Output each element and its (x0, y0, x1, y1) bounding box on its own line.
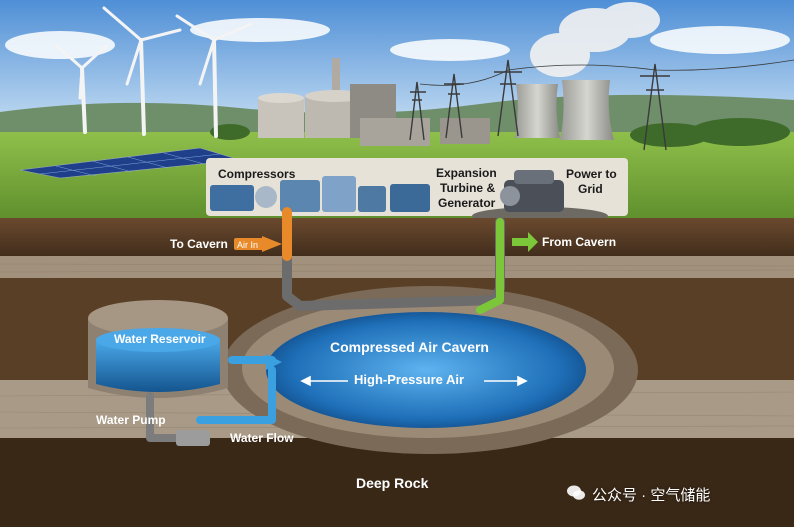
power-plant (258, 58, 614, 146)
water-reservoir-label: Water Reservoir (114, 332, 206, 346)
generator-label: Generator (438, 196, 496, 210)
from-cavern-label: From Cavern (542, 235, 616, 249)
expansion-label: Expansion (436, 166, 497, 180)
power-label: Power to (566, 167, 617, 181)
pressure-arrows (300, 375, 528, 387)
air-in-label: Air In (237, 240, 258, 250)
wechat-icon (567, 485, 585, 500)
cavern-water (266, 312, 586, 428)
water-flow-label: Water Flow (230, 431, 294, 445)
compressor-machinery (210, 176, 430, 212)
water-flow-arrow-icon (266, 354, 282, 370)
to-cavern-label: To Cavern (170, 237, 228, 251)
grid-label: Grid (578, 182, 603, 196)
air-in-badge (234, 238, 268, 250)
air-in-pipe (282, 207, 505, 314)
transmission-pylons (409, 59, 794, 151)
from-cavern-arrow-icon (512, 232, 538, 252)
cavern-title-label: Compressed Air Cavern (330, 339, 489, 355)
soil-top (0, 218, 794, 260)
turbine-label: Turbine & (440, 181, 495, 195)
water-pump-label: Water Pump (96, 413, 166, 427)
clouds (5, 18, 790, 61)
water-pipe (146, 356, 276, 446)
high-pressure-label: High-Pressure Air (354, 372, 464, 387)
trees (210, 118, 790, 147)
steam-plume (530, 2, 660, 77)
watermark-text: 公众号 · 空气储能 (592, 487, 711, 504)
deep-rock-label: Deep Rock (356, 475, 429, 491)
wind-turbines (54, 6, 253, 138)
rock-band-1 (0, 256, 794, 278)
water-reservoir-tank (88, 300, 228, 398)
turbine-generator (500, 170, 564, 212)
compressors-label: Compressors (218, 167, 296, 181)
